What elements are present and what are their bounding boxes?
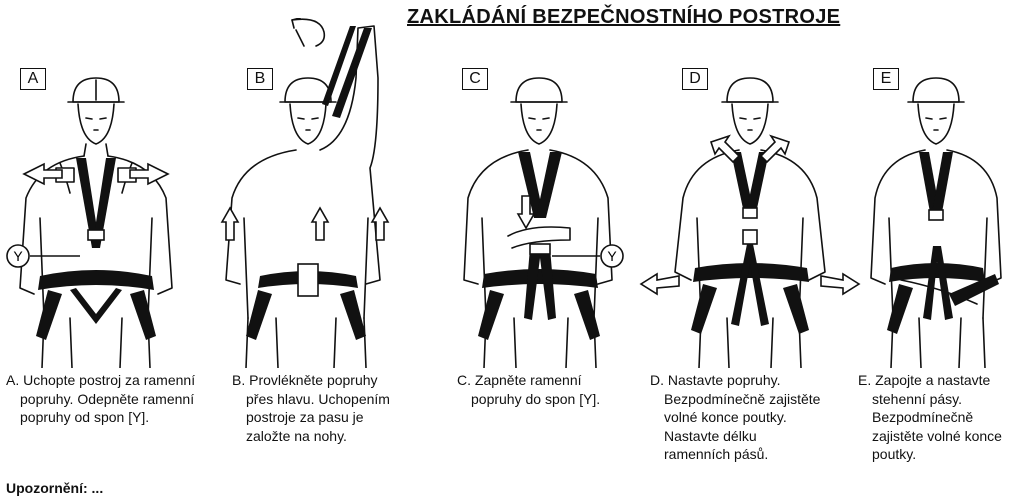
- caption-step-e: E. Zapojte a nastavte stehenní pásy. Bez…: [858, 371, 1002, 464]
- callout-y-a: Y: [7, 245, 80, 267]
- caption-step-c: C. Zapněte ramenní popruhy do spon [Y].: [457, 371, 600, 408]
- caption-step-a: A. Uchopte postroj za ramenní popruhy. O…: [6, 371, 195, 427]
- caption-line: zajistěte volné konce: [858, 427, 1002, 446]
- caption-line: popruhy od spon [Y].: [6, 408, 195, 427]
- caption-line: Bezpodmínečně: [858, 408, 1002, 427]
- caption-line: přes hlavu. Uchopením: [232, 390, 390, 409]
- figure-step-b: [200, 18, 415, 368]
- footer-note: Upozornění: ...: [6, 480, 103, 496]
- caption-line: Nastavte délku: [650, 427, 820, 446]
- figure-step-a: Y: [0, 18, 190, 368]
- callout-y-text: Y: [13, 248, 23, 264]
- caption-line: popruhy. Odepněte ramenní: [6, 390, 195, 409]
- caption-step-b: B. Provlékněte popruhy přes hlavu. Uchop…: [232, 371, 390, 445]
- caption-line: postroje za pasu je: [232, 408, 390, 427]
- callout-y-text: Y: [607, 248, 617, 264]
- caption-line: E. Zapojte a nastavte: [858, 371, 1002, 390]
- caption-line: Bezpodmínečně zajistěte: [650, 390, 820, 409]
- caption-step-d: D. Nastavte popruhy. Bezpodmínečně zajis…: [650, 371, 820, 464]
- caption-line: D. Nastavte popruhy.: [650, 371, 820, 390]
- figure-step-e: [845, 18, 1013, 368]
- helmet-icon: [516, 78, 562, 102]
- up-arrows: [222, 208, 388, 240]
- caption-line: založte na nohy.: [232, 427, 390, 446]
- figure-step-c: Y: [420, 18, 635, 368]
- caption-line: ramenních pásů.: [650, 445, 820, 464]
- helmet-icon: [727, 78, 773, 102]
- caption-line: popruhy do spon [Y].: [457, 390, 600, 409]
- caption-line: volné konce poutky.: [650, 408, 820, 427]
- caption-line: A. Uchopte postroj za ramenní: [6, 371, 195, 390]
- caption-line: C. Zapněte ramenní: [457, 371, 600, 390]
- helmet-icon: [913, 78, 959, 102]
- caption-line: B. Provlékněte popruhy: [232, 371, 390, 390]
- caption-line: poutky.: [858, 445, 1002, 464]
- callout-y-c: Y: [552, 245, 623, 267]
- figure-step-d: [635, 18, 865, 368]
- caption-line: stehenní pásy.: [858, 390, 1002, 409]
